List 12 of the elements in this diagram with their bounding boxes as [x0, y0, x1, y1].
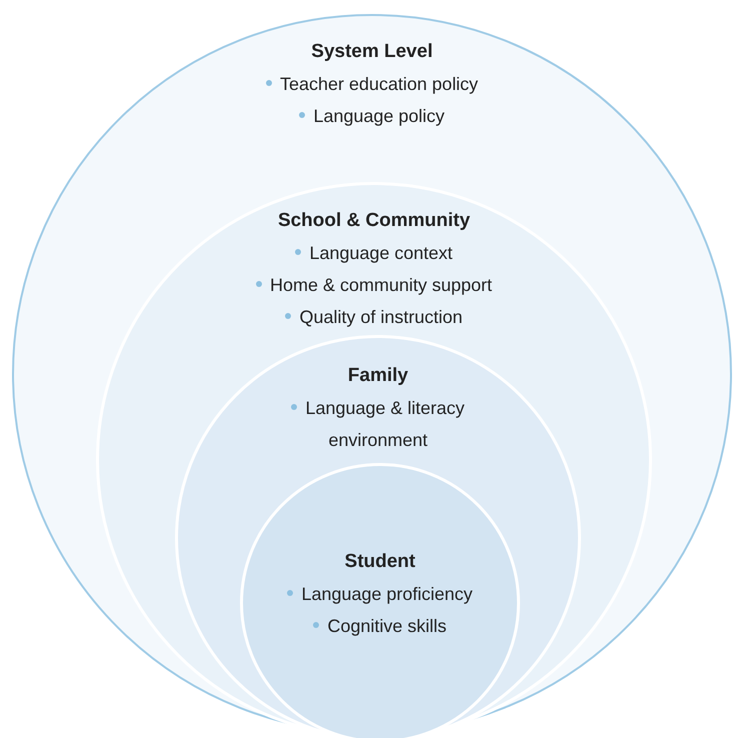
level-heading: Student [344, 550, 416, 574]
bullet-item: Quality of instruction [285, 301, 463, 333]
bullet-item: Language context [295, 237, 453, 269]
bullet-item: Language & literacy environment [253, 392, 503, 456]
bullet-item: Language policy [299, 100, 445, 132]
bullet-item: Home & community support [256, 269, 492, 301]
level-heading: System Level [311, 40, 433, 64]
level-heading: School & Community [278, 209, 470, 233]
bullet-item: Language proficiency [287, 578, 473, 610]
bullet-item: Cognitive skills [313, 610, 447, 642]
level-heading: Family [348, 364, 408, 388]
bullet-item: Teacher education policy [266, 68, 478, 100]
